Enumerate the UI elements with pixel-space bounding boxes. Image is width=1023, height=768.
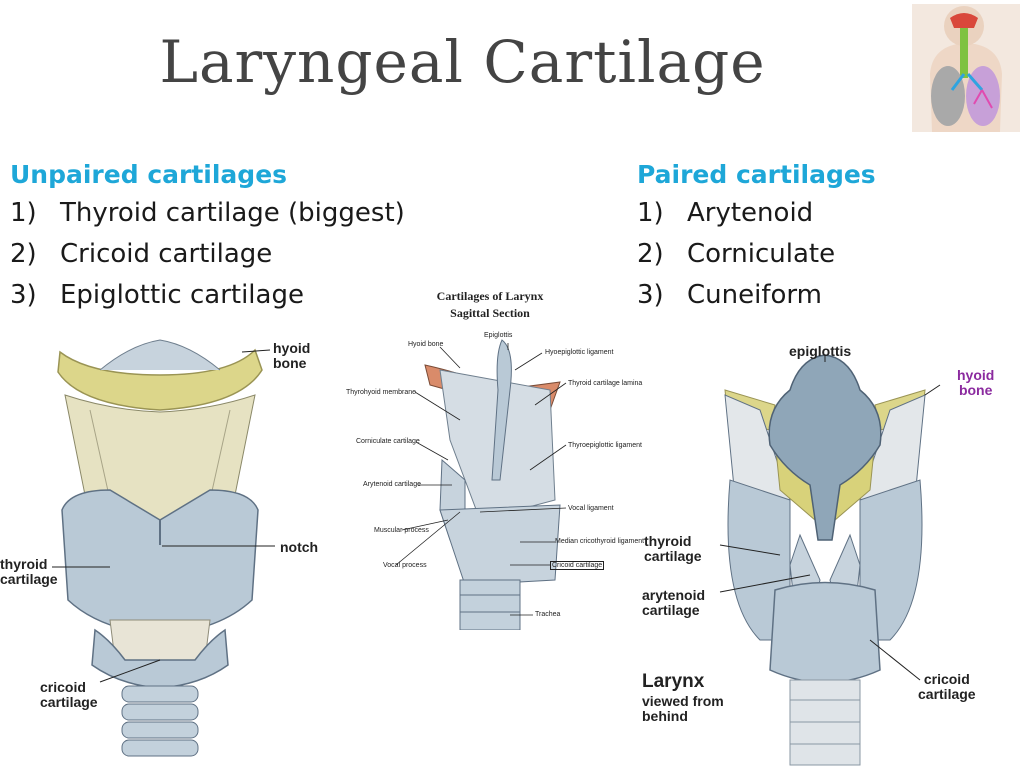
list-item: 1)Thyroid cartilage (biggest) — [10, 198, 405, 228]
label-arytenoid-small: Arytenoid cartilage — [363, 481, 421, 488]
label-thyroid-cartilage-right: thyroid cartilage — [644, 533, 702, 564]
caption-larynx: Larynx — [642, 671, 705, 692]
middle-figure-heading: Cartilages of Larynx Sagittal Section — [436, 289, 544, 320]
label-thyrohyoid-membrane: Thyrohyoid membrane — [346, 389, 417, 396]
list-item: 2)Cricoid cartilage — [10, 239, 273, 269]
label-hyoid-small: Hyoid bone — [408, 341, 444, 348]
label-cricoid-small: Cricoid cartilage — [550, 561, 605, 570]
label-trachea: Trachea — [535, 611, 561, 618]
label-thyroepiglottic-ligament: Thyroepiglottic ligament — [568, 442, 642, 449]
slide-title: Laryngeal Cartilage — [159, 28, 766, 96]
label-thyroid-lamina: Thyroid cartilage lamina — [568, 380, 643, 387]
larynx-anterior-illustration — [52, 339, 275, 757]
label-cricoid-cartilage-right: cricoid cartilage — [918, 671, 976, 702]
list-item: 3)Cuneiform — [637, 280, 822, 310]
label-median-cricothyroid: Median cricothyroid ligament — [555, 538, 645, 545]
label-notch: notch — [280, 539, 319, 555]
label-muscular-process: Muscular process — [374, 527, 429, 534]
label-epiglottis: epiglottis — [789, 343, 852, 359]
paired-heading: Paired cartilages — [637, 160, 876, 189]
larynx-posterior-illustration — [719, 354, 941, 766]
label-cricoid-cartilage: cricoid cartilage — [40, 679, 98, 710]
label-corniculate-cartilage: Corniculate cartilage — [356, 438, 420, 445]
label-hyoid-bone-right: hyoid bone — [957, 367, 995, 398]
caption-viewed-from-behind: viewed from behind — [642, 693, 724, 724]
unpaired-heading: Unpaired cartilages — [10, 160, 288, 189]
label-arytenoid-cartilage: arytenoid cartilage — [642, 587, 706, 618]
label-hyoid-bone: hyoid bone — [273, 340, 311, 371]
label-hyoepiglottic-ligament: Hyoepiglottic ligament — [545, 349, 614, 356]
label-thyroid-cartilage: thyroid cartilage — [0, 556, 58, 587]
label-vocal-ligament: Vocal ligament — [568, 505, 614, 512]
label-epiglottis-small: Epiglottis — [484, 332, 513, 339]
respiratory-system-thumbnail — [912, 4, 1020, 132]
list-item: 1)Arytenoid — [637, 198, 814, 228]
label-vocal-process: Vocal process — [383, 562, 427, 569]
larynx-sagittal-illustration — [395, 339, 567, 630]
list-item: 2)Corniculate — [637, 239, 836, 269]
unpaired-list: 1)Thyroid cartilage (biggest) 2)Cricoid … — [10, 198, 405, 321]
list-item: 3)Epiglottic cartilage — [10, 280, 304, 310]
paired-list: 1)Arytenoid 2)Corniculate 3)Cuneiform — [637, 198, 835, 321]
